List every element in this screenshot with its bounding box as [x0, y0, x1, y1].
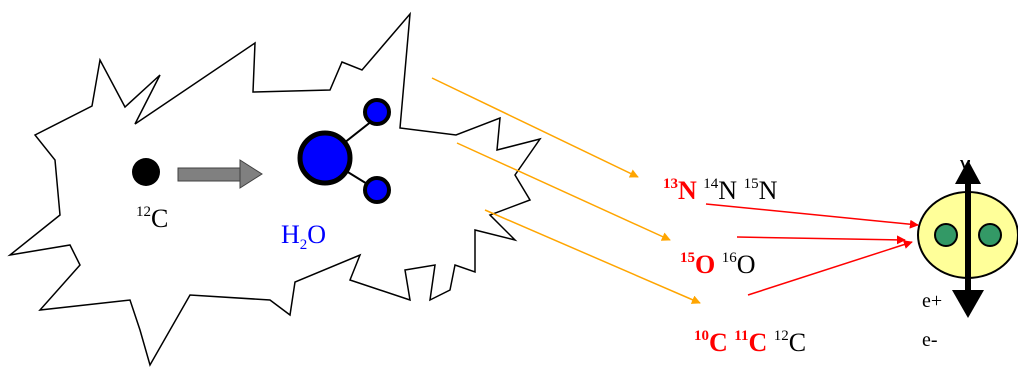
label-c10-mass: 10	[694, 328, 709, 344]
label-c11-symbol: C	[748, 328, 767, 357]
label-o16-symbol: O	[737, 250, 756, 279]
label-n13-symbol: N	[678, 176, 697, 205]
label-water-h: H	[281, 220, 300, 249]
red-arrow-from-o15	[737, 237, 905, 240]
label-c10: 10C	[694, 328, 728, 357]
label-water-o: O	[307, 220, 326, 249]
label-n15-symbol: N	[759, 176, 778, 205]
label-carbon-12-mass: 12	[136, 204, 151, 220]
orange-arrow-to-c	[485, 210, 700, 303]
label-carbon-isotopes: 10C 11C 12C	[694, 330, 806, 356]
label-o16-mass: 16	[722, 250, 737, 266]
label-o15: 15O	[680, 250, 715, 279]
label-n15-mass: 15	[744, 176, 759, 192]
label-water: H2O	[281, 222, 326, 248]
label-n14-mass: 14	[703, 176, 718, 192]
label-o15-symbol: O	[695, 250, 715, 279]
label-n14-symbol: N	[718, 176, 737, 205]
label-carbon-12-symbol: C	[151, 204, 168, 233]
label-c11: 11C	[734, 328, 767, 357]
label-o15-mass: 15	[680, 250, 695, 266]
label-c10-symbol: C	[709, 328, 728, 357]
red-arrow-from-c	[748, 242, 912, 295]
label-n13: 13N	[663, 176, 697, 205]
explosion-burst-icon	[10, 14, 540, 365]
label-electron: e-	[922, 330, 938, 350]
label-oxygen-isotopes: 15O 16O	[680, 252, 756, 278]
label-gamma: γ	[960, 152, 971, 176]
label-c12-product: 12C	[774, 328, 806, 357]
label-carbon-12: 12C	[136, 206, 168, 232]
label-c12-product-mass: 12	[774, 328, 789, 344]
red-arrow-from-n13	[706, 204, 918, 225]
label-nitrogen-isotopes: 13N 14N 15N	[663, 178, 777, 204]
label-n13-mass: 13	[663, 176, 678, 192]
label-n15: 15N	[744, 176, 778, 205]
label-o16: 16O	[722, 250, 756, 279]
label-water-subscript: 2	[300, 237, 308, 253]
label-c11-mass: 11	[734, 328, 748, 344]
label-positron: e+	[922, 291, 942, 311]
label-c12-product-symbol: C	[789, 328, 806, 357]
label-n14: 14N	[703, 176, 737, 205]
carbon-atom-icon	[132, 158, 160, 186]
